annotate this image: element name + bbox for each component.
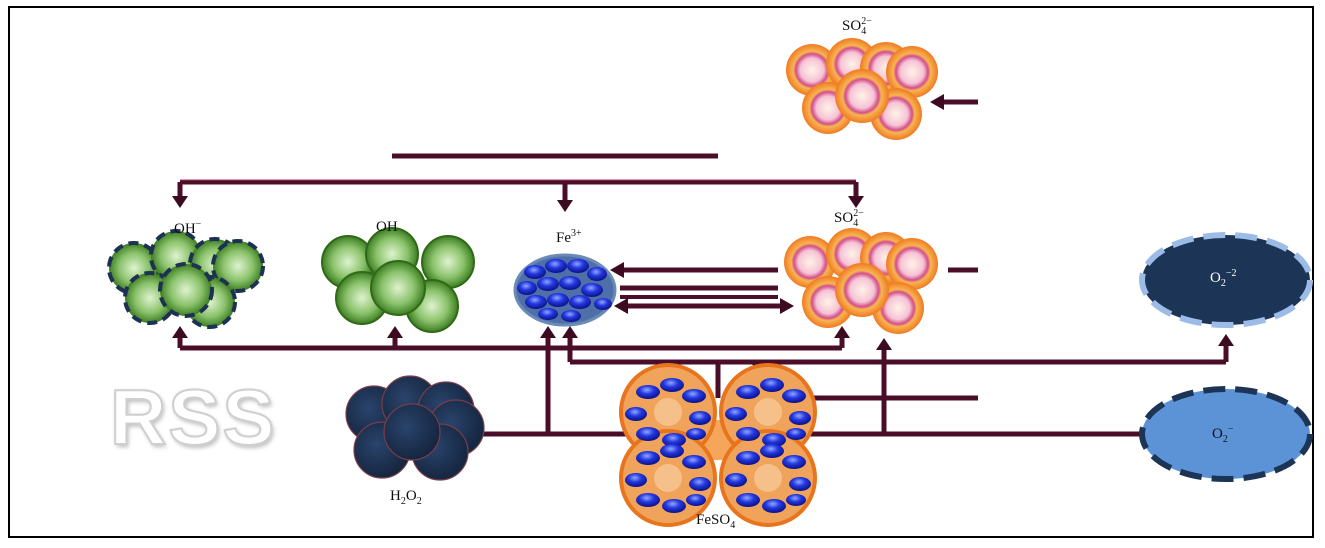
baseline-connector — [482, 326, 1146, 437]
so4-top-cluster — [786, 38, 938, 140]
so4-mid-cluster — [784, 228, 938, 334]
so4-mid-label: SO42− — [834, 208, 864, 229]
oh-minus-label: OH− — [174, 219, 202, 237]
feso4-cluster — [619, 360, 817, 527]
fe3-particle — [513, 253, 617, 327]
top-distribution-arrow — [172, 179, 864, 212]
feso4-blue-balls — [625, 378, 811, 513]
fe3-label: Fe3+ — [556, 228, 582, 246]
connectors — [172, 94, 1234, 437]
o2-2-label: O2−2 — [1210, 268, 1237, 289]
o2-2-particle — [1139, 232, 1313, 328]
bottom-return-arrow — [172, 326, 850, 351]
so4-top-label: SO42− — [842, 16, 872, 37]
h2o2-label: H2O2 — [390, 488, 422, 507]
oh-cluster — [321, 227, 475, 333]
oh-label: OH — [376, 219, 398, 235]
o2-1-particle — [1139, 386, 1313, 482]
oh-feso4-loop — [389, 153, 721, 395]
rss-watermark: RSS — [109, 372, 277, 462]
so4-to-so4-top-arrow — [812, 94, 981, 401]
o2-1-label: O2− — [1212, 424, 1234, 445]
oh-minus-cluster — [107, 229, 265, 329]
feso4-label: FeSO4 — [696, 512, 736, 531]
fe3-blue-balls — [517, 259, 612, 322]
h2o2-cluster — [345, 375, 485, 481]
to-o2-2-arrow — [562, 326, 1234, 365]
